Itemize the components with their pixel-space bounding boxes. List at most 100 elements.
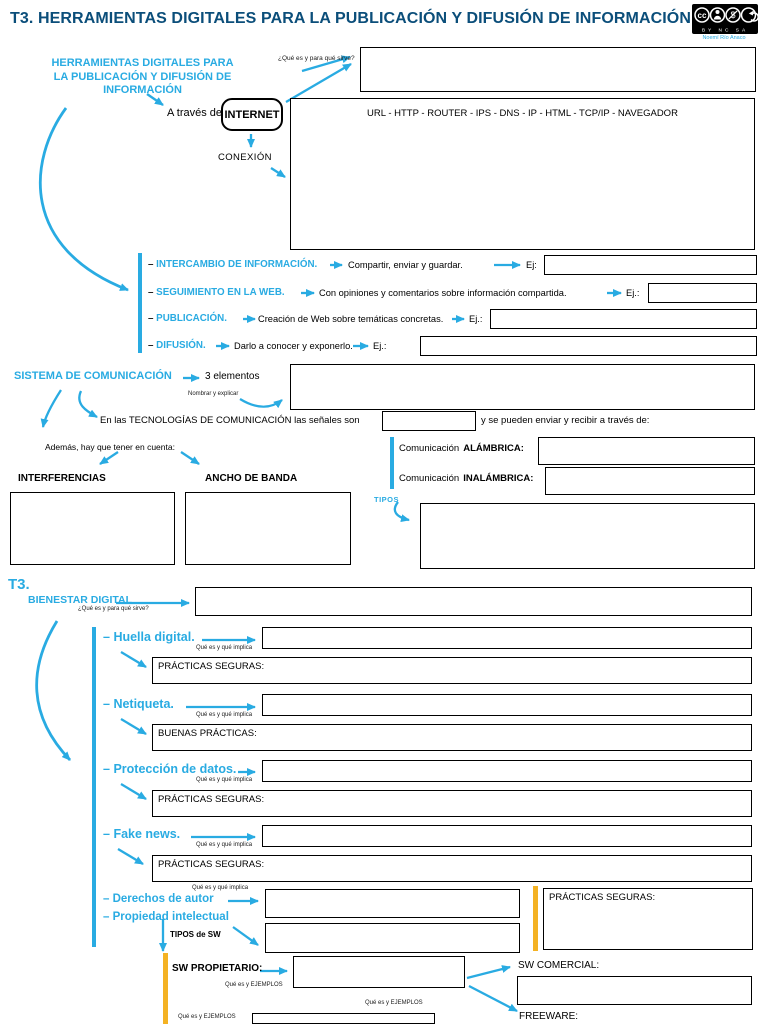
sw-proprietary-answer-box[interactable] (293, 956, 465, 988)
license-author: Noemí Río Anaco (702, 35, 746, 41)
example-answer-box[interactable] (420, 336, 757, 356)
protocols-text: URL - HTTP - ROUTER - IPS - DNS - IP - H… (367, 108, 678, 119)
practices-label: PRÁCTICAS SEGURAS: (158, 859, 265, 870)
consider-label: Además, hay que tener en cuenta: (45, 442, 175, 452)
sw-prop-bar (163, 953, 168, 1024)
tools-heading-line: HERRAMIENTAS DIGITALES PARA (51, 57, 234, 69)
tools-item-desc: Darlo a conocer y exponerlo. (234, 341, 353, 351)
example-label: Ej.: (469, 314, 483, 324)
what-is-label: ¿Qué es y para qué sirve? (78, 606, 149, 612)
examples-label: Qué es y EJEMPLOS (178, 1014, 236, 1020)
wellbeing-item-label-netiqueta: Netiqueta. (103, 697, 173, 711)
rights-practices-bar (533, 886, 538, 951)
example-answer-box[interactable] (544, 255, 757, 275)
tools-item-label-intercambio: INTERCAMBIO DE INFORMACIÓN. (148, 259, 317, 270)
signals-answer-box[interactable] (382, 411, 476, 431)
connection-label: CONEXIÓN (218, 152, 272, 163)
proteccion-answer-box[interactable] (262, 760, 752, 782)
rights-practices-box[interactable]: PRÁCTICAS SEGURAS: (543, 888, 753, 950)
netiqueta-practices-box[interactable]: BUENAS PRÁCTICAS: (152, 724, 752, 751)
example-answer-box[interactable] (648, 283, 757, 303)
tools-item-label-text: INTERCAMBIO DE INFORMACIÓN. (156, 259, 318, 270)
interference-answer-box[interactable] (10, 492, 175, 565)
license-caption: BY NC SA (702, 28, 748, 34)
implies-label: Qué es y qué implica (192, 885, 249, 891)
tools-item-label-text: DIFUSIÓN. (156, 340, 206, 351)
rights-label-text: Propiedad intelectual (112, 911, 229, 923)
implies-label: Qué es y qué implica (196, 645, 253, 651)
what-is-answer-box[interactable] (360, 47, 756, 92)
elements-count-label: 3 elementos (205, 371, 260, 382)
nc-icon: $ (725, 7, 741, 23)
example-label: Ej: (526, 260, 537, 270)
wellbeing-answer-box[interactable] (195, 587, 752, 616)
t3-section-label: T3. (8, 576, 30, 593)
implies-label: Qué es y qué implica (196, 777, 253, 783)
cc-license-badge: cc $ BY NC SA (692, 4, 759, 39)
internet-node: INTERNET (221, 98, 283, 131)
examples-label: Qué es y EJEMPLOS (225, 982, 283, 988)
example-answer-box[interactable] (490, 309, 757, 329)
wellbeing-item-label-text: Huella digital. (113, 630, 195, 644)
wellbeing-item-label-huella: Huella digital. (103, 630, 195, 644)
elements-answer-box[interactable] (290, 364, 755, 410)
tools-item-label-publicacion: PUBLICACIÓN. (148, 313, 227, 324)
tools-item-desc: Con opiniones y comentarios sobre inform… (319, 288, 567, 298)
wellbeing-item-label-fakenews: Fake news. (103, 827, 180, 841)
huella-answer-box[interactable] (262, 627, 752, 649)
by-icon (709, 7, 726, 23)
sw-proprietary-label: SW PROPIETARIO: (172, 963, 263, 974)
via-label: A través de (167, 107, 223, 119)
wellbeing-item-label-text: Fake news. (113, 827, 181, 841)
sw-types-label: TIPOS de SW (170, 930, 221, 939)
tools-item-desc: Creación de Web sobre temáticas concreta… (258, 314, 444, 324)
wireless-label-pre: Comunicación (399, 473, 460, 484)
rights-answer-box-2[interactable] (265, 923, 520, 953)
wellbeing-item-label-text: Protección de datos. (113, 762, 237, 776)
bandwidth-heading: ANCHO DE BANDA (205, 473, 298, 484)
bottom-answer-box[interactable] (252, 1013, 435, 1024)
connection-answer-box[interactable]: URL - HTTP - ROUTER - IPS - DNS - IP - H… (290, 98, 755, 250)
fakenews-answer-box[interactable] (262, 825, 752, 847)
wireless-answer-box[interactable] (545, 467, 755, 495)
tools-item-label-difusion: DIFUSIÓN. (148, 340, 206, 351)
tools-item-label-seguimiento: SEGUIMIENTO EN LA WEB. (148, 287, 285, 298)
rights-label-text: Derechos de autor (112, 893, 214, 905)
implies-label: Qué es y qué implica (196, 712, 253, 718)
signals-sentence-pre: En las TECNOLOGÍAS DE COMUNICACIÓN las s… (100, 415, 360, 426)
cc-icon: cc (694, 7, 710, 23)
tools-items-bar (138, 253, 142, 353)
page-title: T3. HERRAMIENTAS DIGITALES PARA LA PUBLI… (10, 10, 691, 27)
svg-text:cc: cc (698, 11, 707, 20)
sw-commercial-answer-box[interactable] (517, 976, 752, 1005)
rights-answer-box-1[interactable] (265, 889, 520, 918)
freeware-label: FREEWARE: (519, 1011, 579, 1022)
tools-heading-line: LA PUBLICACIÓN Y DIFUSIÓN DE (53, 70, 232, 83)
types-answer-box[interactable] (420, 503, 755, 569)
example-label: Ej.: (626, 288, 640, 298)
wired-label-bold: ALÁMBRICA: (463, 443, 524, 454)
tools-item-label-text: PUBLICACIÓN. (156, 313, 227, 324)
tools-item-label-text: SEGUIMIENTO EN LA WEB. (156, 287, 285, 298)
proteccion-practices-box[interactable]: PRÁCTICAS SEGURAS: (152, 790, 752, 817)
wired-answer-box[interactable] (538, 437, 755, 465)
netiqueta-answer-box[interactable] (262, 694, 752, 716)
wellbeing-items-bar (92, 627, 96, 947)
rights-label-propiedad: Propiedad intelectual (103, 911, 229, 923)
practices-label: PRÁCTICAS SEGURAS: (158, 661, 265, 672)
sw-commercial-label: SW COMERCIAL: (518, 960, 600, 971)
practices-label: PRÁCTICAS SEGURAS: (158, 794, 265, 805)
wellbeing-heading: BIENESTAR DIGITAL (28, 594, 133, 606)
tools-item-desc: Compartir, enviar y guardar. (348, 260, 463, 270)
interference-heading: INTERFERENCIAS (18, 473, 106, 484)
example-label: Ej.: (373, 341, 387, 351)
huella-practices-box[interactable]: PRÁCTICAS SEGURAS: (152, 657, 752, 684)
practices-label: BUENAS PRÁCTICAS: (158, 728, 257, 739)
bandwidth-answer-box[interactable] (185, 492, 351, 565)
signals-sentence-post: y se pueden enviar y recibir a través de… (481, 415, 650, 426)
implies-label: Qué es y qué implica (196, 842, 253, 848)
rights-label-derechos: Derechos de autor (103, 893, 214, 905)
fakenews-practices-box[interactable]: PRÁCTICAS SEGURAS: (152, 855, 752, 882)
